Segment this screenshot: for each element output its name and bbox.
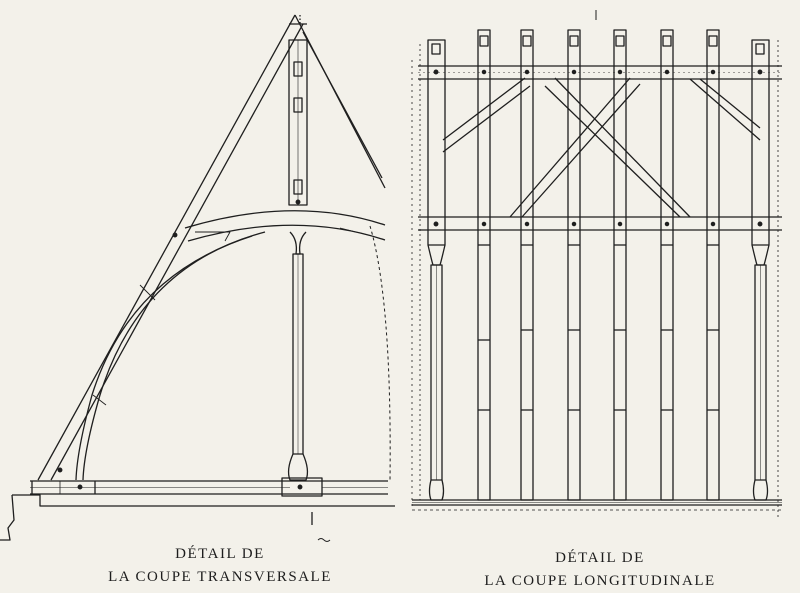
ground-line: [412, 499, 782, 511]
masonry-wall: [0, 494, 395, 541]
rafter: [37, 14, 386, 481]
end-post-left: [419, 39, 446, 501]
intermediate-studs: [477, 29, 720, 501]
longitudinal-section-drawing: [411, 10, 782, 520]
crown-post: [287, 231, 309, 481]
top-plate: [418, 65, 782, 80]
mid-rail: [418, 216, 782, 231]
transverse-section-drawing: [0, 14, 395, 542]
stud: [520, 29, 534, 501]
transverse-section-caption: DÉTAIL DE LA COUPE TRANSVERSALE: [40, 543, 400, 589]
longitudinal-section-caption: DÉTAIL DE LA COUPE LONGITUDINALE: [415, 547, 785, 593]
caption-line: LA COUPE LONGITUDINALE: [484, 573, 716, 589]
caption-line: DÉTAIL DE: [555, 550, 645, 566]
stud: [567, 29, 581, 501]
arch-outline-dashed: [369, 225, 391, 481]
end-post-right: [751, 39, 779, 520]
tie-beam: [30, 477, 388, 497]
stud: [706, 29, 720, 501]
caption-line: LA COUPE TRANSVERSALE: [108, 569, 332, 585]
caption-line: DÉTAIL DE: [175, 546, 265, 562]
curved-brace: [75, 231, 266, 481]
king-post: [288, 23, 308, 206]
stud: [660, 29, 674, 501]
stud: [477, 29, 491, 501]
stud: [613, 29, 627, 501]
collar-arch: [184, 210, 386, 242]
